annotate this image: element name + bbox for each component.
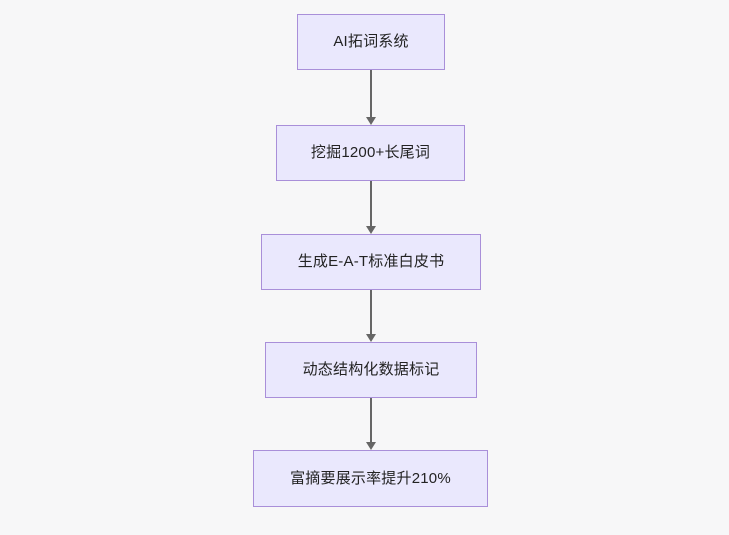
flow-node-label: 生成E-A-T标准白皮书 [297, 253, 445, 270]
flow-node-n5[interactable]: 富摘要展示率提升210% [253, 450, 488, 507]
flow-node-n4[interactable]: 动态结构化数据标记 [265, 342, 477, 398]
flow-node-label: 富摘要展示率提升210% [290, 469, 451, 487]
flow-node-label: AI拓词系统 [333, 33, 409, 50]
flow-node-label: 挖掘1200+长尾词 [310, 144, 431, 161]
flow-node-n1[interactable]: AI拓词系统 [297, 14, 445, 70]
flow-arrow-n2-to-n3 [363, 181, 379, 234]
flow-node-n2[interactable]: 挖掘1200+长尾词 [276, 125, 465, 181]
flow-arrow-n1-to-n2 [363, 70, 379, 125]
flow-node-n3[interactable]: 生成E-A-T标准白皮书 [261, 234, 481, 290]
flow-node-label: 动态结构化数据标记 [302, 361, 440, 378]
flow-arrow-n4-to-n5 [363, 398, 379, 450]
flow-arrow-n3-to-n4 [363, 290, 379, 342]
